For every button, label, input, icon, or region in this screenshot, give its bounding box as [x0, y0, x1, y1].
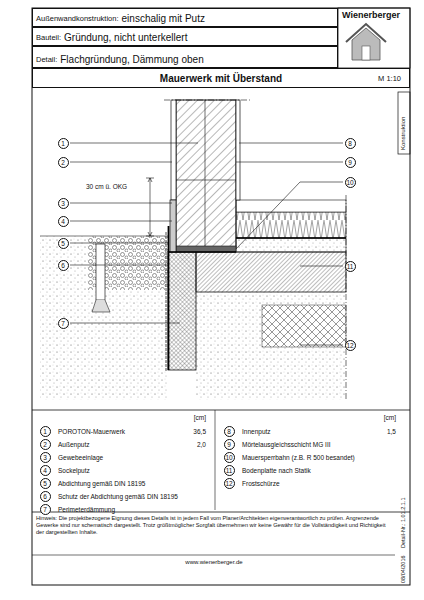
callout-number: 2 [58, 157, 69, 168]
legend-number: 10 [224, 452, 235, 463]
legend-text: Innenputz [242, 428, 271, 435]
scale-label: M 1:10 [378, 75, 401, 83]
dimension-label: 30 cm ü. OKG [86, 183, 127, 190]
legend-text: Mauersperrbahn (z.B. R 500 besandet) [242, 454, 355, 461]
callout-number: 10 [345, 177, 356, 188]
callout-number: 1 [58, 138, 69, 149]
legend-number: 5 [40, 478, 51, 489]
legend-text: Außenputz [58, 441, 89, 448]
field-value: Gründung, nicht unterkellert [64, 32, 187, 43]
callout-number: 4 [58, 216, 69, 227]
field-name: Außenwandkonstruktion: [36, 15, 119, 23]
legend-number: 2 [40, 439, 51, 450]
legend-value: 2,0 [197, 441, 206, 448]
callout-number: 5 [58, 238, 69, 249]
header-row: Detail:Flachgründung, Dämmung oben [32, 46, 338, 68]
legend-number: 1 [40, 426, 51, 437]
field-value: Flachgründung, Dämmung oben [60, 54, 203, 65]
field-name: Bauteil: [36, 34, 61, 42]
callout-number: 3 [58, 198, 69, 209]
header-row: Mauerwerk mit Überstand M 1:10 [32, 68, 410, 88]
legend-text: Mörtelausgleichsschicht MG III [242, 441, 331, 448]
callout-number: 7 [58, 318, 69, 329]
callout-number: 11 [345, 261, 356, 272]
legend-text: Frostschürze [242, 480, 280, 487]
callout-number: 9 [345, 157, 356, 168]
legend-number: 3 [40, 452, 51, 463]
header-row: Außenwandkonstruktion:einschalig mit Put… [32, 8, 338, 27]
legend-number: 8 [224, 426, 235, 437]
callout-number: 6 [58, 260, 69, 271]
legend-number: 12 [224, 478, 235, 489]
website: www.wienerberger.de [185, 559, 242, 566]
disclaimer-note: Hinweis: Die projektbezogene Eignung die… [36, 515, 394, 536]
field-name: Detail: [36, 56, 57, 64]
legend-value: 36,5 [193, 428, 206, 435]
legend-number: 4 [40, 465, 51, 476]
date-label: 08/04/2016 [400, 555, 406, 583]
detail-title: Mauerwerk mit Überstand [160, 73, 282, 84]
logo-text: Wienerberger [342, 11, 400, 21]
legend-text: POROTON-Mauerwerk [58, 428, 125, 435]
tab-label: Konstruktion [400, 117, 407, 150]
unit-header: [cm] [194, 414, 206, 421]
legend-text: Abdichtung gemäß DIN 18195 [58, 480, 145, 487]
unit-header: [cm] [384, 414, 396, 421]
legend-number: 9 [224, 439, 235, 450]
legend-number: 7 [40, 504, 51, 515]
legend-text: Perimeterdämmung [58, 506, 115, 513]
legend-text: Gewebeeinlage [58, 454, 103, 461]
legend-number: 11 [224, 465, 235, 476]
callout-number: 8 [345, 138, 356, 149]
legend-text: Bodenplatte nach Statik [242, 467, 311, 474]
field-value: einschalig mit Putz [122, 13, 205, 24]
legend-text: Sockelputz [58, 467, 90, 474]
legend-text: Schutz der Abdichtung gemäß DIN 18195 [58, 493, 178, 500]
header-row: Bauteil:Gründung, nicht unterkellert [32, 27, 338, 46]
legend-value: 1,5 [387, 428, 396, 435]
legend-number: 6 [40, 491, 51, 502]
callout-number: 12 [345, 340, 356, 351]
detail-number: Detail-Nr.: 1.01.2.1.1 [400, 498, 406, 548]
